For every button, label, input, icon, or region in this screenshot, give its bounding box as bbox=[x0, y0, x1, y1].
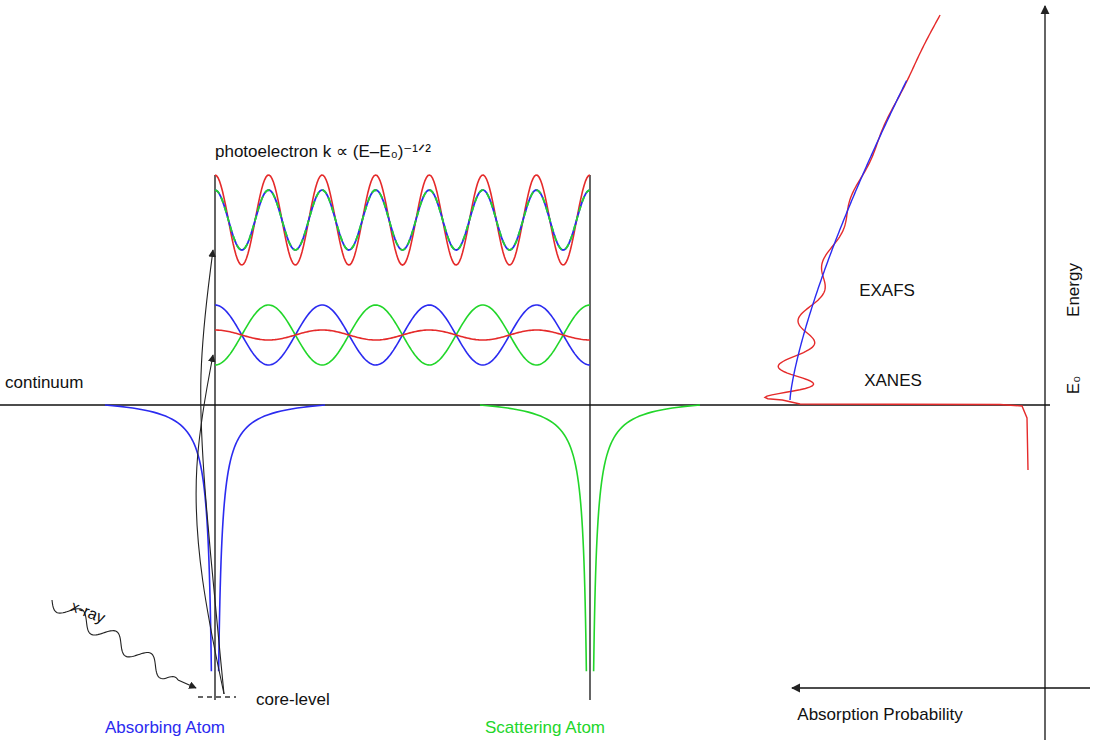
scattered-wave-low bbox=[215, 305, 590, 365]
absorber-potential bbox=[105, 405, 211, 671]
annotation-label: EXAFS bbox=[859, 282, 915, 301]
atomic-background bbox=[790, 80, 907, 400]
axis-label: E₀ bbox=[1065, 376, 1084, 394]
annotation-label: Absorption Probability bbox=[797, 706, 962, 725]
absorber-potential bbox=[219, 405, 325, 671]
sum-wave-constructive bbox=[215, 175, 590, 265]
energy-axis bbox=[1044, 6, 1045, 740]
outgoing-wave-high bbox=[215, 190, 590, 250]
excitation-arrow bbox=[201, 250, 224, 694]
scatterer-line bbox=[589, 175, 590, 700]
outgoing-wave-low bbox=[215, 305, 590, 365]
annotation-label: XANES bbox=[864, 372, 922, 391]
x-ray-arrow bbox=[178, 680, 196, 688]
annotation-label: continuum bbox=[5, 374, 83, 393]
sum-wave-destructive bbox=[215, 330, 590, 340]
annotation-label: core-level bbox=[256, 691, 330, 710]
scatterer-potential bbox=[480, 405, 586, 671]
absorber-line bbox=[214, 175, 215, 700]
core-level-mark bbox=[198, 696, 236, 697]
absorption-axis bbox=[792, 687, 1090, 688]
annotation-label: Scattering Atom bbox=[485, 719, 605, 738]
absorption-spectrum bbox=[765, 15, 1028, 470]
annotation-label: Absorbing Atom bbox=[105, 719, 225, 738]
wave-formula: photoelectron k ∝ (E–E₀)⁻¹ᐟ² bbox=[215, 143, 431, 162]
excitation-arrow bbox=[196, 355, 224, 694]
annotation-label: x-ray bbox=[68, 597, 108, 627]
scatterer-potential bbox=[594, 405, 700, 671]
scattered-wave-high bbox=[215, 190, 590, 250]
axis-label: Energy bbox=[1065, 263, 1084, 317]
